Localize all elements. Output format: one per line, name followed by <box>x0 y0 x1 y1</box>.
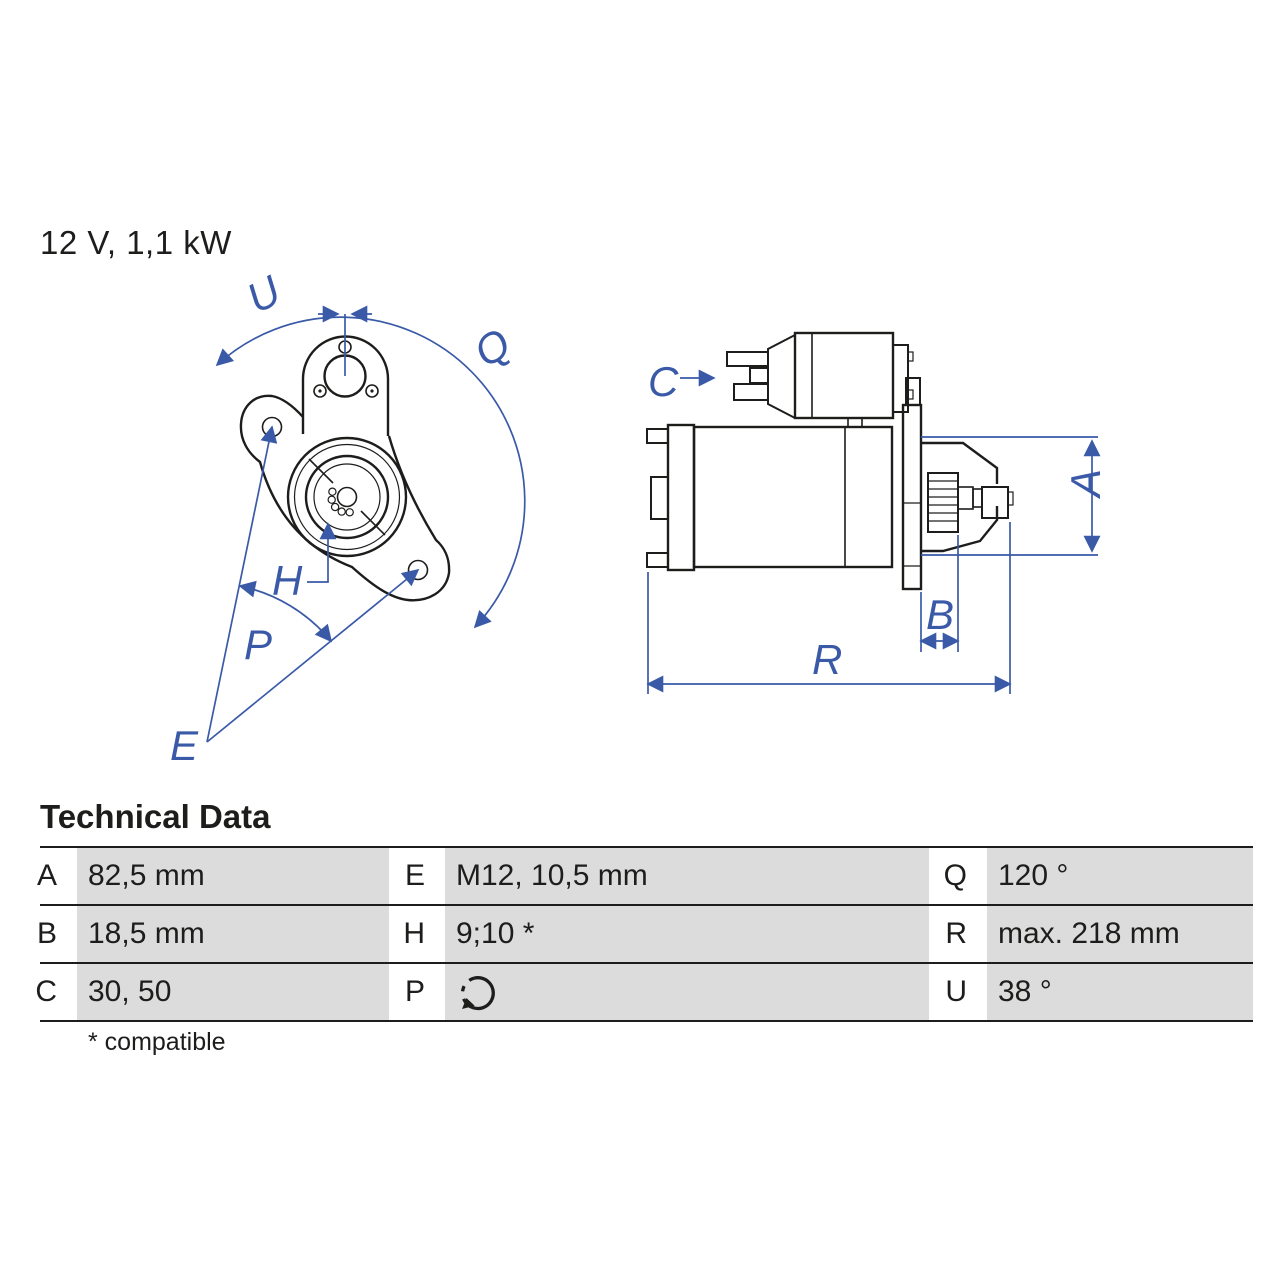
spec-key-p: P <box>389 964 445 1020</box>
shaft-end <box>981 486 1009 519</box>
p-angle-arc <box>238 580 333 643</box>
table-row: C 30, 50 P U 38 ° <box>35 962 1253 1022</box>
spec-value-b: 18,5 mm <box>77 906 389 962</box>
spec-key-e: E <box>389 848 445 904</box>
spec-key-q: Q <box>929 848 987 904</box>
product-spec: 12 V, 1,1 kW <box>40 224 232 261</box>
end-cap <box>666 423 696 572</box>
spec-value-u: 38 ° <box>987 964 1253 1020</box>
technical-data-section: Technical Data A 82,5 mm E M12, 10,5 mm … <box>35 798 1253 1057</box>
section-heading: Technical Data <box>40 798 271 835</box>
dim-label-e: E <box>170 722 199 769</box>
motor-body <box>692 425 894 569</box>
pinion-teeth <box>327 487 354 517</box>
table-row: A 82,5 mm E M12, 10,5 mm Q 120 ° <box>37 846 1253 904</box>
spec-key-u: U <box>929 964 987 1020</box>
spec-value-c: 30, 50 <box>77 964 389 1020</box>
dim-label-u: U <box>239 266 288 322</box>
angle-arc-uq <box>215 316 526 629</box>
spec-value-r: max. 218 mm <box>987 906 1253 962</box>
side-view-starter <box>646 331 1014 591</box>
spec-value-q: 120 ° <box>987 848 1253 904</box>
drive-housing-bottom <box>921 506 999 553</box>
spec-value-p <box>445 964 929 1020</box>
technical-data-table: A 82,5 mm E M12, 10,5 mm Q 120 ° B 18,5 … <box>35 846 1253 1022</box>
dim-label-a: A <box>1062 469 1109 500</box>
spec-key-h: H <box>389 906 445 962</box>
side-view-dimensions: C A B R <box>646 358 1109 694</box>
e-leader-2 <box>206 568 420 743</box>
spec-value-a: 82,5 mm <box>77 848 389 904</box>
pinion-gear <box>927 472 959 533</box>
spec-key-c: C <box>35 964 77 1020</box>
footnote: * compatible <box>88 1028 226 1056</box>
table-row: B 18,5 mm H 9;10 * R max. 218 mm <box>37 904 1253 962</box>
dim-label-r: R <box>812 636 842 683</box>
mounting-flange <box>901 403 923 591</box>
spec-key-b: B <box>37 906 77 962</box>
spec-value-e: M12, 10,5 mm <box>445 848 929 904</box>
shaft-bore <box>336 486 358 508</box>
dim-label-b: B <box>926 591 954 638</box>
dim-label-h: H <box>272 557 303 604</box>
spec-value-h: 9;10 * <box>445 906 929 962</box>
h-leader <box>307 522 337 583</box>
terminal-pin-2 <box>733 383 769 401</box>
technical-drawing: U Q E P H <box>170 266 1109 769</box>
dim-label-c: C <box>648 358 679 405</box>
e-leader-1 <box>206 425 278 743</box>
spec-key-r: R <box>929 906 987 962</box>
dim-label-q: Q <box>466 319 519 376</box>
spec-key-a: A <box>37 848 77 904</box>
rotation-direction-icon <box>456 970 500 1014</box>
drive-housing-top <box>921 441 999 484</box>
dim-label-p: P <box>244 621 272 668</box>
solenoid <box>793 331 895 420</box>
terminal-pin-1 <box>726 351 769 367</box>
